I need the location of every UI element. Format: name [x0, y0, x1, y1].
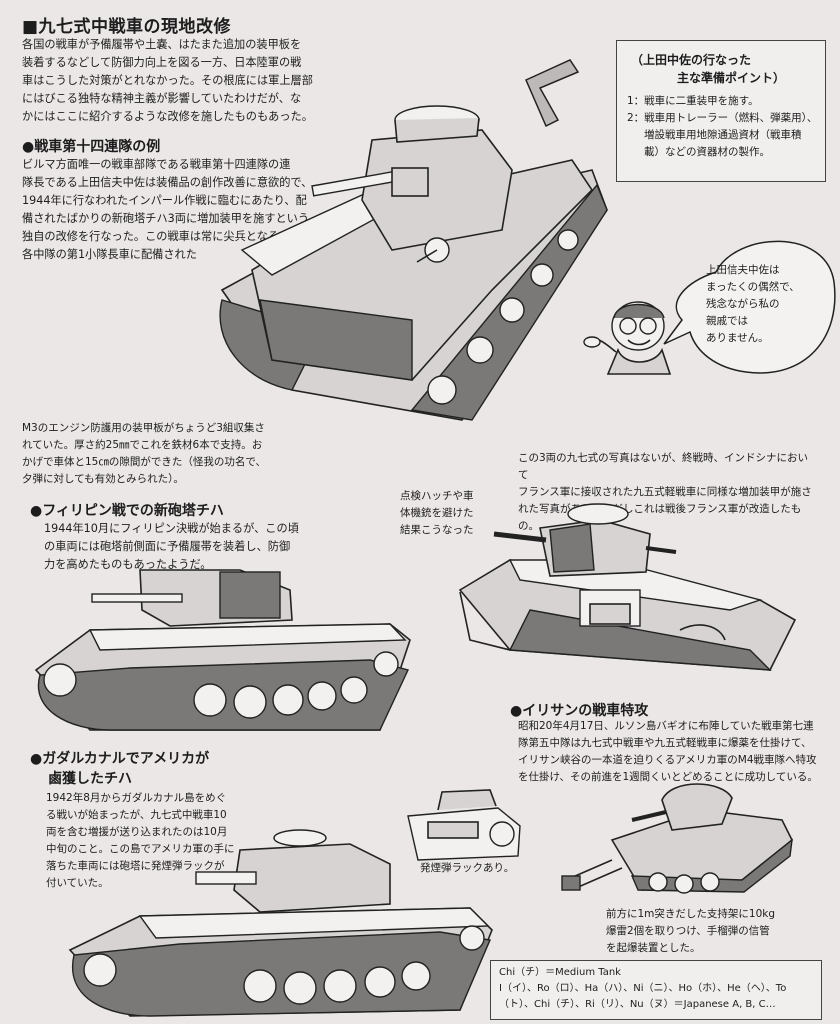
- text-line: 各中隊の第1小隊長車に配備された: [22, 248, 197, 261]
- text-line: イリサン峡谷の一本道を迫りくるアメリカ軍のM4戦車隊へ特攻: [518, 754, 817, 766]
- text-line: 独自の改修を行なった。この戦車は常に尖兵となる、: [22, 230, 291, 243]
- text-line: 隊第五中隊は九七式中戦車や九五式軽戦車に爆薬を仕掛けて、: [518, 737, 812, 749]
- intro-line: にはびこる独特な精神主義が影響していたわけだが、な: [22, 92, 302, 105]
- bubble-line: まったくの偶然で、: [706, 281, 800, 293]
- note-line: M3のエンジン防護用の装甲板がちょうど3組収集さ: [22, 422, 265, 434]
- bubble-line: 上田信夫中佐は: [706, 264, 780, 276]
- note-line: 爆雷2個を取りつけ、手榴弾の信管: [606, 925, 770, 937]
- points-title: （上田中佐の行なった: [631, 53, 752, 67]
- legend-line: （ト）、Chi（チ）、Ri（リ）、Nu（ヌ）＝Japanese A, B, C…: [499, 999, 776, 1010]
- intro-line: 各国の戦車が予備履帯や土嚢、はたまた追加の装甲板を: [22, 38, 302, 51]
- text-line: る戦いが始まったが、九七式中戦車10: [46, 809, 227, 821]
- text-line: 1942年8月からガダルカナル島をめぐ: [46, 792, 227, 804]
- text-line: 中旬のこと。この島でアメリカ軍の手に: [46, 843, 235, 855]
- section-heading-philippines: ●フィリピン戦での新砲塔チハ: [30, 503, 224, 519]
- note-line: 前方に1m突きだした支持架に10kg: [606, 908, 776, 920]
- section-heading-guadalcanal: 鹵獲したチハ: [48, 771, 132, 787]
- text-line: 力を高めたものもあったようだ。: [44, 558, 212, 571]
- text-line: 昭和20年4月17日、ルソン島バギオに布陣していた戦車第七連: [518, 720, 814, 732]
- pilot-character-illustration: [583, 301, 672, 375]
- legend-line: Chi（チ）＝Medium Tank: [499, 967, 621, 978]
- section-heading-irisan: ●イリサンの戦車特攻: [510, 703, 649, 719]
- intro-line: 車はこうした対策がとれなかった。その根底には軍上層部: [22, 74, 313, 87]
- philippines-new-turret-chiha-illustration: [34, 569, 411, 731]
- note-line: を起爆装置とした。: [606, 942, 701, 954]
- bubble-line: ありません。: [706, 332, 769, 344]
- note-line: かげで車体と15㎝の隙間ができた（怪我の功名で、: [22, 456, 266, 468]
- note-line: フランス軍に接収された九五式軽戦車に同様な増加装甲が施さ: [518, 486, 812, 498]
- text-line: 1944年10月にフィリピン決戦が始まるが、この頃: [44, 522, 299, 535]
- note-line: 点検ハッチや車: [400, 490, 474, 502]
- section-text-14th: ビルマ方面唯一の戦車部隊である戦車第十四連隊の連 隊長である上田信夫中佐は装備品…: [22, 156, 322, 264]
- bubble-line: 親戚では: [706, 315, 748, 327]
- smoke-rack-caption: 発煙弾ラックあり。: [420, 862, 515, 874]
- text-line: 両を含む増援が送り込まれたのは10月: [46, 826, 228, 838]
- note-line: れていた。厚さ約25㎜でこれを鉄材6本で支持。お: [22, 439, 263, 451]
- legend-line: I（イ）、Ro（ロ）、Ha（ハ）、Ni（ニ）、Ho（ホ）、He（ヘ）、To: [499, 983, 787, 994]
- bomb-note: 前方に1m突きだした支持架に10kg 爆雷2個を取りつけ、手榴弾の信管 を起爆装…: [606, 906, 816, 957]
- section-text-philippines: 1944年10月にフィリピン決戦が始まるが、この頃 の車両には砲塔前側面に予備履…: [44, 520, 344, 574]
- smoke-rack-turret-detail-illustration: [407, 789, 521, 861]
- speech-bubble-text: 上田信夫中佐は まったくの偶然で、 残念ながら私の 親戚では ありません。: [706, 262, 826, 347]
- point-item: 増設戦車用地隙通過資材（戦車積: [644, 129, 802, 141]
- text-line: ビルマ方面唯一の戦車部隊である戦車第十四連隊の連: [22, 158, 291, 171]
- point-item: 載）などの資器材の製作。: [644, 146, 770, 158]
- text-line: 備されたばかりの新砲塔チハ3両に増加装甲を施すという: [22, 212, 310, 225]
- section-heading-guadalcanal: ●ガダルカナルでアメリカが: [30, 751, 210, 767]
- text-line: 付いていた。: [46, 877, 109, 889]
- text-line: 1944年に行なわれたインパール作戦に臨むにあたり、配: [22, 194, 307, 207]
- type95-light-tank-illustration: [458, 503, 797, 671]
- bubble-line: 残念ながら私の: [706, 298, 780, 310]
- text-line: の車両には砲塔前側面に予備履帯を装着し、防御: [44, 540, 291, 553]
- points-title: 主な準備ポイント）: [677, 71, 786, 85]
- text-line: 隊長である上田信夫中佐は装備品の創作改善に意欲的で、: [22, 176, 313, 189]
- m3-armor-note: M3のエンジン防護用の装甲板がちょうど3組収集さ れていた。厚さ約25㎜でこれを…: [22, 420, 322, 488]
- section-text-irisan: 昭和20年4月17日、ルソン島バギオに布陣していた戦車第七連 隊第五中隊は九七式…: [518, 718, 828, 786]
- text-line: を仕掛け、その前進を1週間くいとどめることに成功している。: [518, 771, 818, 783]
- irisan-tank-with-charges-illustration: [561, 783, 794, 894]
- page-title: ■九七式中戦車の現地改修: [22, 17, 232, 37]
- legend-box: Chi（チ）＝Medium Tank I（イ）、Ro（ロ）、Ha（ハ）、Ni（ニ…: [490, 960, 822, 1020]
- section-heading-14th: ●戦車第十四連隊の例: [22, 139, 161, 155]
- type97-added-armor-tank-illustration: [219, 105, 608, 421]
- note-line: この3両の九七式の写真はないが、終戦時、インドシナにおいて: [518, 452, 808, 481]
- note-line: 夕弾に対しても有効とみられた）。: [22, 473, 184, 485]
- note-line: 結果こうなった: [400, 524, 474, 536]
- guadalcanal-captured-chiha-illustration: [68, 829, 493, 1017]
- hatch-note: 点検ハッチや車 体機銃を避けた 結果こうなった: [400, 488, 500, 539]
- intro-text: 各国の戦車が予備履帯や土嚢、はたまた追加の装甲板を 装着するなどして防御力向上を…: [22, 36, 342, 126]
- point-item: 1：戦車に二重装甲を施す。: [627, 95, 759, 107]
- text-line: 落ちた車両には砲塔に発煙弾ラックが: [46, 860, 225, 872]
- chevron-arrow-icon: [525, 59, 580, 128]
- intro-line: かにはここに紹介するような改修を施したものもあった。: [22, 110, 313, 123]
- section-text-guadalcanal: 1942年8月からガダルカナル島をめぐ る戦いが始まったが、九七式中戦車10 両…: [46, 790, 276, 892]
- intro-line: 装着するなどして防御力向上を図る一方、日本陸軍の戦: [22, 56, 302, 69]
- speech-bubble-icon: [663, 240, 836, 374]
- note-line: 体機銃を避けた: [400, 507, 474, 519]
- point-item: 2：戦車用トレーラー（燃料、弾薬用）、: [627, 112, 818, 124]
- preparation-points-box: （上田中佐の行なった 主な準備ポイント） 1：戦車に二重装甲を施す。 2：戦車用…: [616, 40, 826, 182]
